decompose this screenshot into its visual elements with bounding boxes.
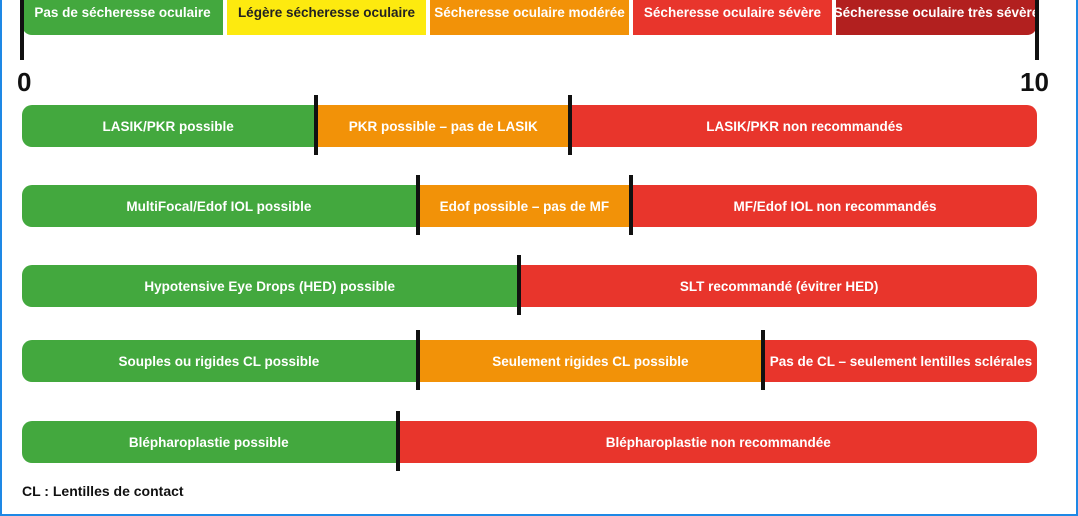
row-blepharoplasty-segment: Blépharoplastie non recommandée bbox=[399, 421, 1037, 463]
row-contact-lens-segment: Seulement rigides CL possible bbox=[419, 340, 761, 382]
scale-end-tick bbox=[20, 0, 24, 60]
scale-end-tick bbox=[1035, 0, 1039, 60]
row-contact-lens-divider bbox=[415, 330, 420, 390]
scale-min-label: 0 bbox=[17, 67, 32, 97]
row-iol-segment: MultiFocal/Edof IOL possible bbox=[22, 185, 416, 227]
row-lasik-segment: LASIK/PKR possible bbox=[22, 105, 315, 147]
row-blepharoplasty-divider bbox=[395, 411, 400, 471]
row-iol-divider bbox=[629, 175, 633, 235]
row-contact-lens-segment: Pas de CL – seulement lentilles sclérale… bbox=[764, 340, 1037, 382]
row-iol-segment: Edof possible – pas de MF bbox=[419, 185, 629, 227]
row-glaucoma-segment: Hypotensive Eye Drops (HED) possible bbox=[22, 265, 518, 307]
severity-segment: Sécheresse oculaire sévère bbox=[633, 0, 832, 35]
row-lasik-segment: LASIK/PKR non recommandés bbox=[572, 105, 1037, 147]
footnote: CL : Lentilles de contact bbox=[22, 483, 184, 499]
row-contact-lens-segment: Souples ou rigides CL possible bbox=[22, 340, 416, 382]
row-lasik-divider bbox=[314, 95, 319, 155]
row-lasik-segment: PKR possible – pas de LASIK bbox=[318, 105, 569, 147]
row-iol-segment: MF/Edof IOL non recommandés bbox=[633, 185, 1037, 227]
row-iol-divider bbox=[415, 175, 420, 235]
row-contact-lens-divider bbox=[760, 330, 765, 390]
severity-segment: Légère sécheresse oculaire bbox=[227, 0, 426, 35]
scale-max-label: 10 bbox=[1020, 67, 1049, 97]
row-blepharoplasty-segment: Blépharoplastie possible bbox=[22, 421, 396, 463]
severity-segment: Sécheresse oculaire très sévère bbox=[836, 0, 1037, 35]
row-lasik-divider bbox=[568, 95, 573, 155]
row-glaucoma-divider bbox=[517, 255, 522, 315]
severity-segment: Pas de sécheresse oculaire bbox=[22, 0, 223, 35]
severity-segment: Sécheresse oculaire modérée bbox=[430, 0, 629, 35]
row-glaucoma-segment: SLT recommandé (évitrer HED) bbox=[521, 265, 1037, 307]
